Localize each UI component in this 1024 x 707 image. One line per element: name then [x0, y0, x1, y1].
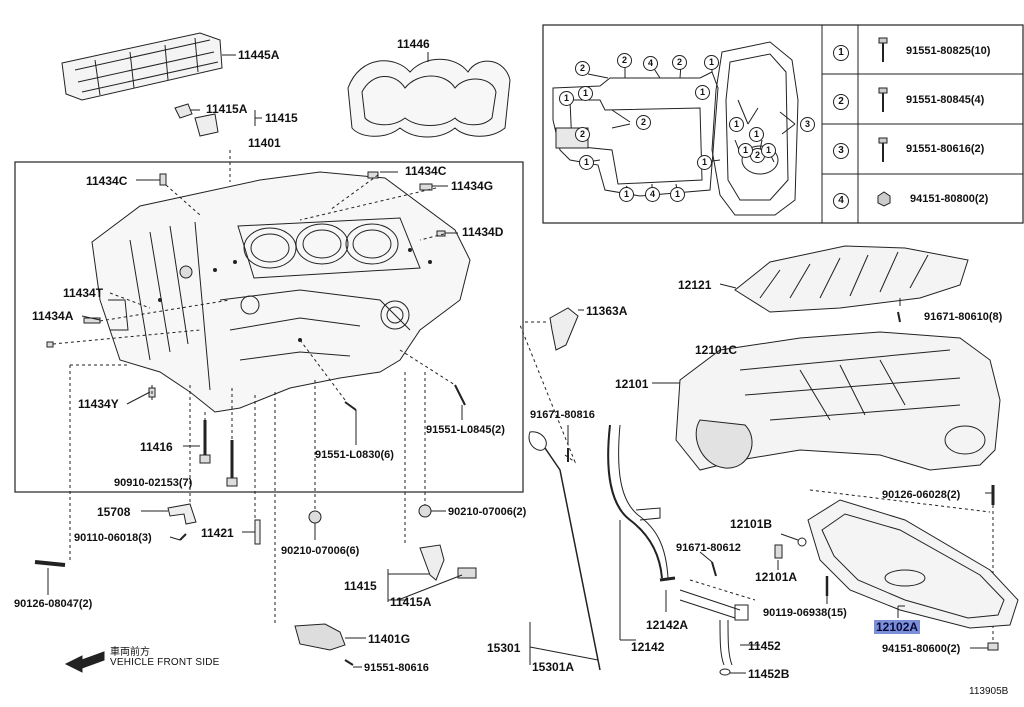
part-label-12102A-selected[interactable]: 12102A — [874, 620, 921, 634]
vehicle-front-label-en: VEHICLE FRONT SIDE — [110, 657, 220, 668]
part-label-11434G[interactable]: 11434G — [451, 179, 494, 193]
inset-callout: 2 — [575, 61, 590, 76]
legend-part-1[interactable]: 91551-80825(10) — [906, 45, 991, 57]
part-label-11416[interactable]: 11416 — [140, 440, 173, 454]
part-label-15301[interactable]: 15301 — [487, 641, 521, 655]
inset-callout: 1 — [749, 127, 764, 142]
inset-callout: 1 — [729, 117, 744, 132]
part-label-11434Y[interactable]: 11434Y — [78, 397, 119, 411]
part-label-12121[interactable]: 12121 — [678, 278, 712, 292]
legend-index-1: 1 — [833, 45, 849, 61]
part-label-90910-02153[interactable]: 90910-02153(7) — [114, 477, 193, 489]
part-label-11434C-left[interactable]: 11434C — [86, 174, 128, 188]
part-label-11421[interactable]: 11421 — [201, 526, 234, 540]
legend-part-3[interactable]: 91551-80616(2) — [906, 143, 985, 155]
part-label-90126-06028[interactable]: 90126-06028(2) — [882, 489, 961, 501]
inset-callout: 1 — [559, 91, 574, 106]
part-label-91551-L0845[interactable]: 91551-L0845(2) — [426, 424, 505, 436]
part-label-12101[interactable]: 12101 — [615, 377, 649, 391]
inset-callout: 2 — [617, 53, 632, 68]
inset-callout: 1 — [579, 155, 594, 170]
inset-callout: 2 — [672, 55, 687, 70]
part-label-11434T[interactable]: 11434T — [63, 286, 104, 300]
part-label-12101B[interactable]: 12101B — [730, 517, 773, 531]
part-label-90210-07006-2[interactable]: 90210-07006(2) — [448, 506, 527, 518]
inset-callout: 4 — [645, 187, 660, 202]
inset-callout: 1 — [704, 55, 719, 70]
legend-part-2[interactable]: 91551-80845(4) — [906, 94, 985, 106]
part-label-91551-L0830[interactable]: 91551-L0830(6) — [315, 449, 394, 461]
part-label-11401G[interactable]: 11401G — [368, 632, 411, 646]
legend-index-2: 2 — [833, 94, 849, 110]
inset-callout: 1 — [619, 187, 634, 202]
part-label-90210-07006-6[interactable]: 90210-07006(6) — [281, 545, 360, 557]
part-label-15301A[interactable]: 15301A — [532, 660, 575, 674]
inset-callout: 1 — [761, 143, 776, 158]
diagram-id: 113905B — [969, 686, 1009, 697]
part-label-12101A[interactable]: 12101A — [755, 570, 798, 584]
legend-index-4: 4 — [833, 193, 849, 209]
part-label-11434C-right[interactable]: 11434C — [405, 164, 447, 178]
inset-callout: 2 — [636, 115, 651, 130]
part-label-11415-top[interactable]: 11415 — [265, 111, 298, 125]
part-label-11452[interactable]: 11452 — [748, 639, 781, 653]
part-label-12142[interactable]: 12142 — [631, 640, 665, 654]
part-label-90126-08047[interactable]: 90126-08047(2) — [14, 598, 93, 610]
part-label-12101C[interactable]: 12101C — [695, 343, 738, 357]
legend-part-4[interactable]: 94151-80800(2) — [910, 193, 989, 205]
inset-callout: 1 — [670, 187, 685, 202]
part-label-11415A-top[interactable]: 11415A — [206, 102, 248, 116]
part-label-91671-80816[interactable]: 91671-80816 — [530, 409, 595, 421]
inset-callout: 2 — [575, 127, 590, 142]
part-label-11445A[interactable]: 11445A — [238, 48, 280, 62]
part-label-91671-80610[interactable]: 91671-80610(8) — [924, 311, 1003, 323]
inset-callout: 1 — [738, 143, 753, 158]
part-label-91671-80612[interactable]: 91671-80612 — [676, 542, 741, 554]
part-label-91551-80616[interactable]: 91551-80616 — [364, 662, 429, 674]
legend-index-3: 3 — [833, 143, 849, 159]
part-label-11446[interactable]: 11446 — [397, 37, 430, 51]
part-label-94151-80600[interactable]: 94151-80600(2) — [882, 643, 961, 655]
part-label-11452B[interactable]: 11452B — [748, 667, 790, 681]
vehicle-front-label-jp: 車両前方 — [110, 647, 150, 658]
inset-callout: 4 — [643, 56, 658, 71]
inset-callout: 3 — [800, 117, 815, 132]
part-label-11363A[interactable]: 11363A — [586, 304, 628, 318]
inset-callout: 1 — [695, 85, 710, 100]
part-label-12142A[interactable]: 12142A — [646, 618, 689, 632]
inset-callout: 1 — [697, 155, 712, 170]
part-label-11434D[interactable]: 11434D — [462, 225, 504, 239]
inset-callout: 1 — [578, 86, 593, 101]
part-label-11415A-bottom[interactable]: 11415A — [390, 595, 432, 609]
part-label-15708[interactable]: 15708 — [97, 505, 131, 519]
part-label-11401[interactable]: 11401 — [248, 136, 281, 150]
part-label-11415-bottom[interactable]: 11415 — [344, 579, 377, 593]
part-label-11434A[interactable]: 11434A — [32, 309, 74, 323]
part-label-90110-06018[interactable]: 90110-06018(3) — [74, 532, 152, 544]
part-label-90119-06938[interactable]: 90119-06938(15) — [763, 607, 847, 619]
